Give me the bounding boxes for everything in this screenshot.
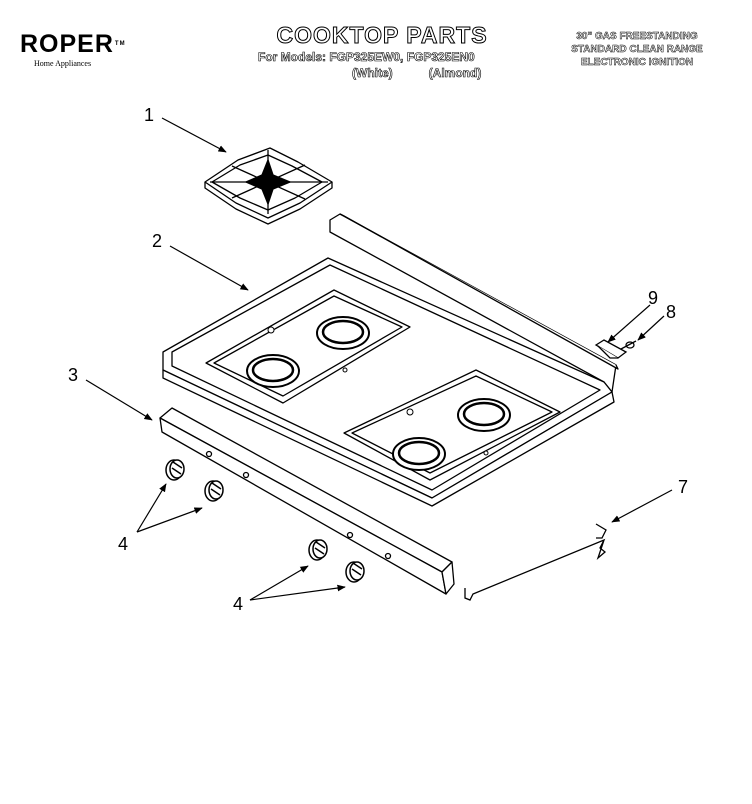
callout-1: 1 <box>144 105 154 125</box>
product-line-2: STANDARD CLEAN RANGE <box>571 44 703 56</box>
callout-2: 2 <box>152 231 162 251</box>
brand-tagline: Home Appliances <box>34 59 92 68</box>
igniter-bracket-and-screw <box>594 339 637 359</box>
variant-almond: (Almond) <box>428 66 482 81</box>
roper-logo: ROPERTM Home Appliances <box>20 30 130 69</box>
leader-lines <box>85 117 673 601</box>
model-variants: (White) (Almond) <box>352 66 517 81</box>
models-line: For Models: FGP325EW0, FGP325EN0 <box>258 50 475 65</box>
control-knobs <box>165 459 365 583</box>
product-description: 30" GAS FREESTANDING STANDARD CLEAN RANG… <box>552 30 722 69</box>
cooktop-main-top <box>162 213 619 507</box>
variant-white: (White) <box>352 66 393 81</box>
burner-grate <box>204 147 333 225</box>
surface-burners <box>246 316 511 471</box>
callout-8: 8 <box>666 302 676 322</box>
callout-9: 9 <box>648 288 658 308</box>
trademark: TM <box>114 41 126 47</box>
product-line-1: 30" GAS FREESTANDING <box>576 31 698 43</box>
callout-4-upper: 4 <box>118 534 128 554</box>
callout-3: 3 <box>68 365 78 385</box>
control-panel <box>159 407 455 595</box>
ignition-wire <box>464 523 607 601</box>
callout-7: 7 <box>678 477 688 497</box>
page-title: COOKTOP PARTS <box>276 22 488 49</box>
callout-4-lower: 4 <box>233 594 243 614</box>
product-line-3: ELECTRONIC IGNITION <box>580 57 694 69</box>
brand-name: ROPER <box>20 30 114 58</box>
